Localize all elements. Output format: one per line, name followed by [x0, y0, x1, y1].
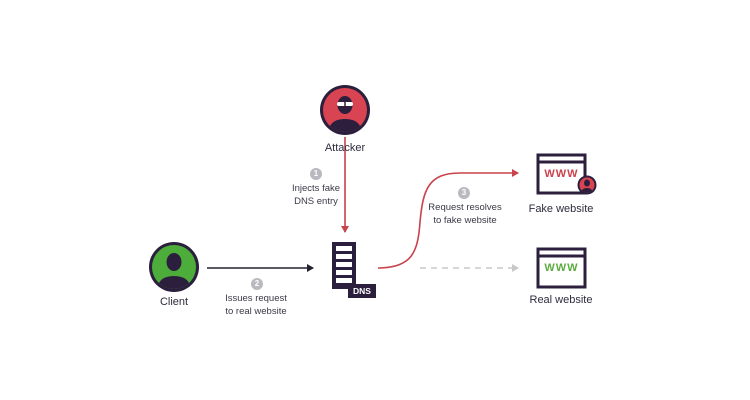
fake-website-www: WWW [544, 168, 579, 180]
step-3-line2: to fake website [433, 215, 497, 226]
attacker-avatar-icon [320, 85, 370, 135]
real-website-browser-icon [536, 247, 587, 289]
dns-server-icon [332, 242, 376, 298]
dns-label: DNS [353, 286, 371, 296]
step-2-badge: 2 [251, 278, 263, 290]
attacker-mini-avatar-icon [577, 175, 597, 195]
step-1-line1: Injects fake [291, 183, 341, 194]
resolve-arrow [377, 169, 519, 269]
client-avatar-icon [149, 242, 199, 292]
fake-website-label: Fake website [528, 203, 594, 215]
client-label: Client [159, 296, 189, 308]
fake-website-browser-icon [536, 153, 587, 195]
step-2-text: Issues request to real website [211, 292, 301, 318]
step-2-line2: to real website [225, 306, 287, 317]
real-website-www: WWW [544, 262, 579, 274]
attacker-label: Attacker [324, 142, 366, 154]
step-2-line1: Issues request [225, 293, 287, 304]
step-3-line1: Request resolves [428, 202, 502, 213]
step-1-line2: DNS entry [294, 196, 338, 207]
step-1-text: Injects fake DNS entry [276, 182, 356, 208]
step-3-badge: 3 [458, 187, 470, 199]
real-website-label: Real website [529, 294, 593, 306]
step-3-text: Request resolves to fake website [420, 201, 510, 227]
step-1-badge: 1 [310, 168, 322, 180]
